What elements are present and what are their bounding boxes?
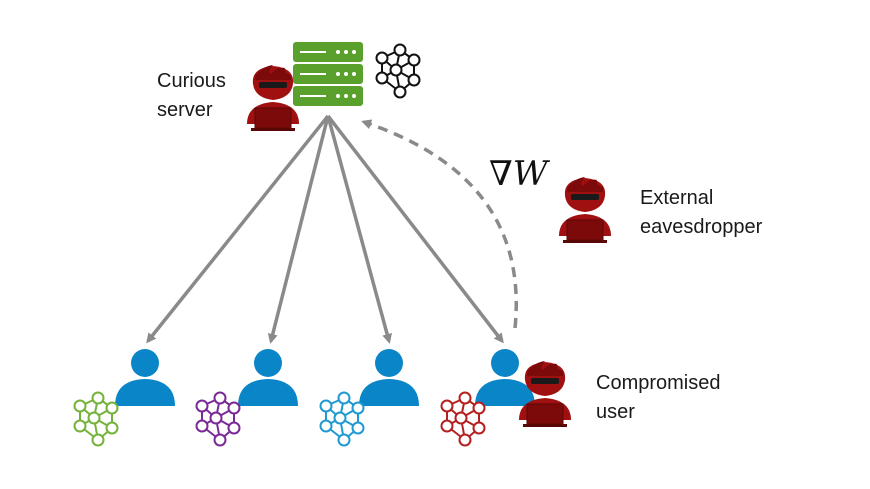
model-distribution-arrows [146, 114, 504, 344]
curious-server-label: Curious server [157, 70, 226, 121]
user-2-neural-network-icon [195, 391, 241, 447]
external-eavesdropper-label: External eavesdropper [640, 187, 763, 238]
user-3-neural-network-icon [319, 391, 365, 447]
server-icon [293, 42, 363, 106]
user-4-compromised [440, 349, 572, 447]
gradient-label: ∇W [489, 154, 548, 194]
compromised-user-label: Compromised user [596, 372, 721, 423]
user-1 [73, 349, 175, 447]
user-icon [238, 349, 298, 406]
server-neural-network-icon [375, 43, 421, 99]
user-icon [115, 349, 175, 406]
arrow-to-user-2 [267, 115, 330, 344]
eavesdropper-hacker-icon [558, 176, 612, 244]
user-icon [359, 349, 419, 406]
arrow-to-user-3 [326, 115, 392, 344]
arrow-to-user-1 [146, 114, 330, 344]
user-1-neural-network-icon [73, 391, 119, 447]
curious-server-hacker-icon [246, 64, 300, 132]
arrow-to-user-4 [326, 114, 504, 344]
user-3 [319, 349, 419, 447]
user-2 [195, 349, 298, 447]
gradient-upload-arrow [361, 119, 518, 329]
